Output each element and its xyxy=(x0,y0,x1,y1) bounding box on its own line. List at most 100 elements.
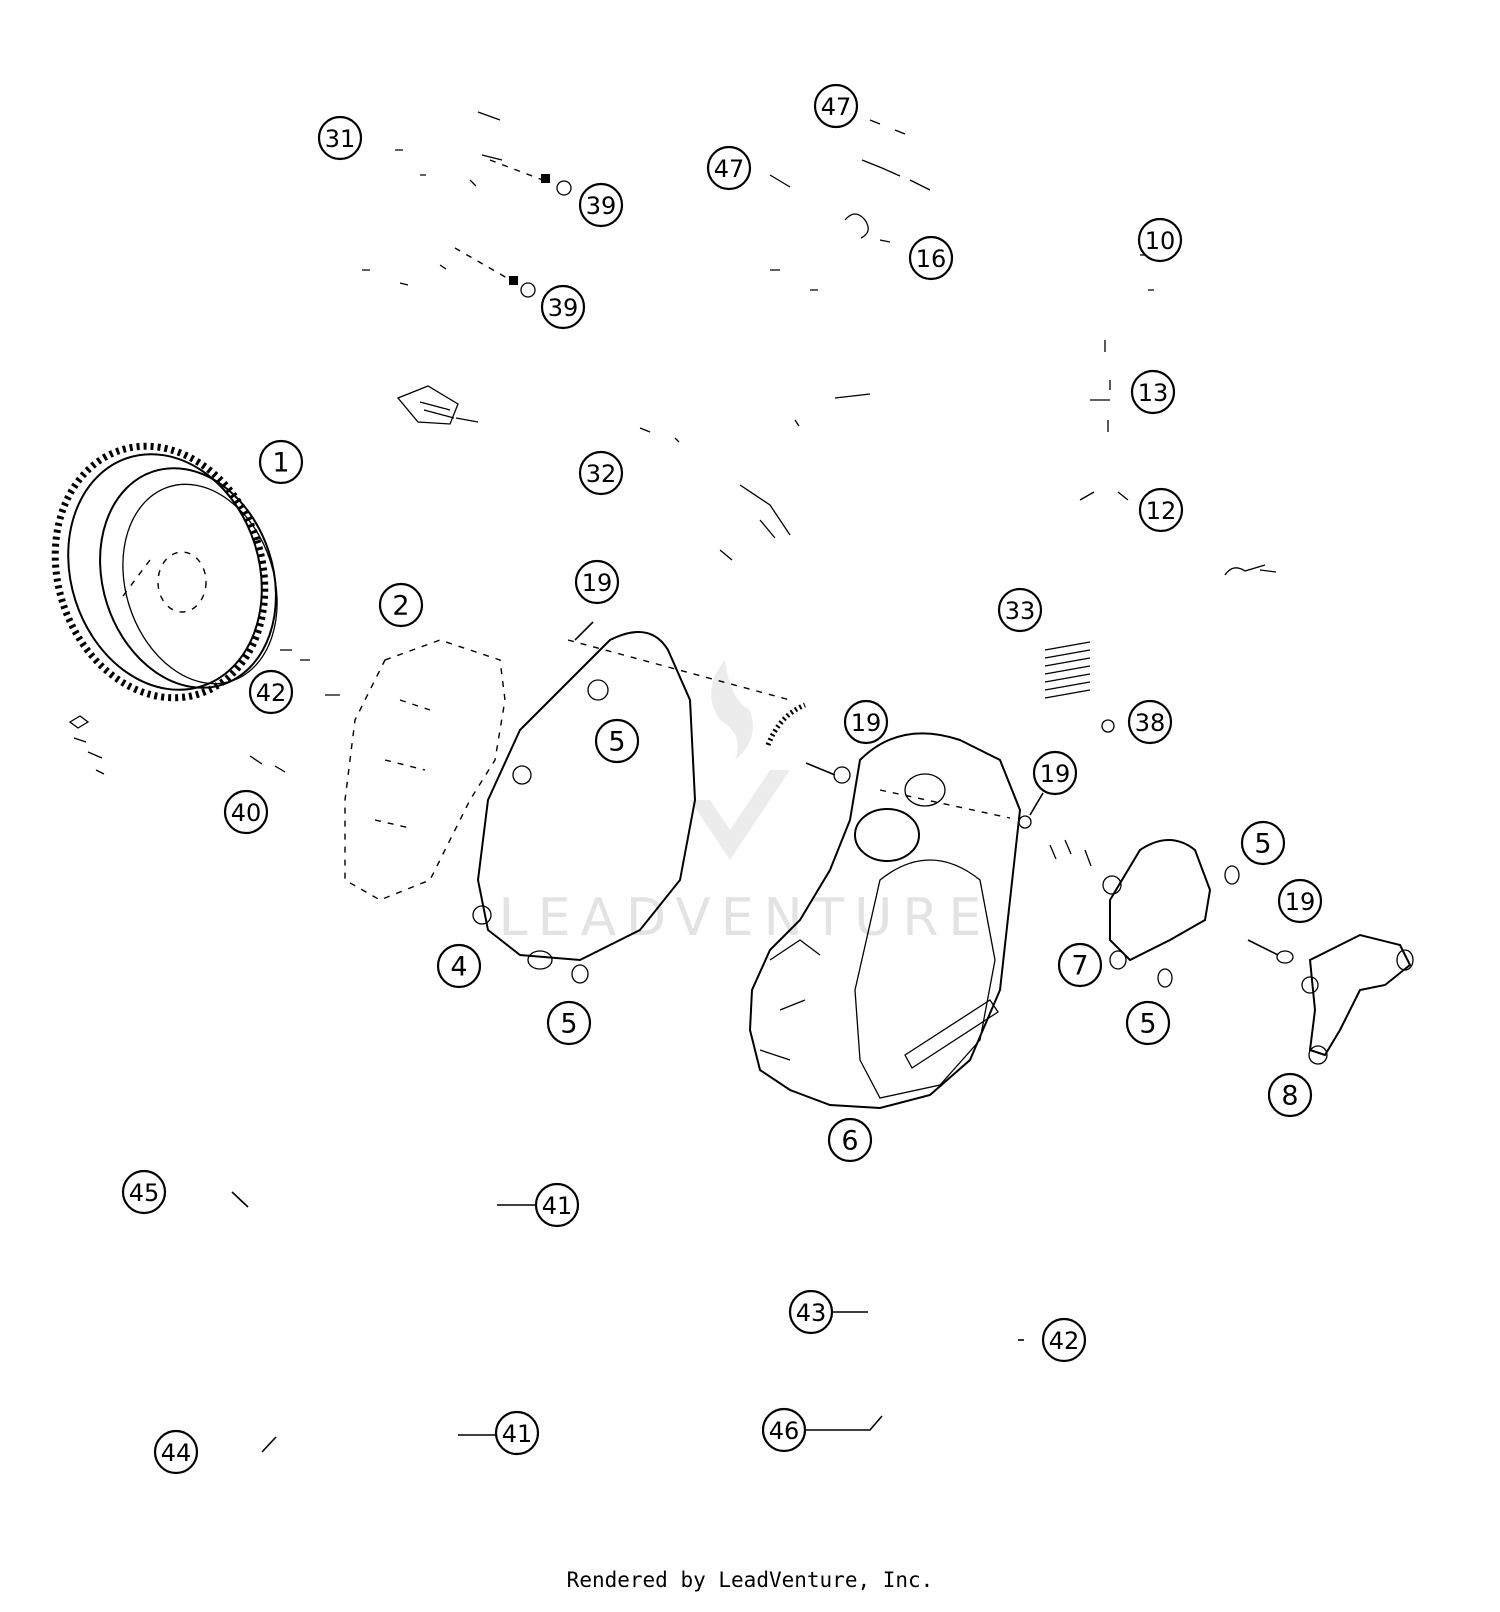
callout-number: 7 xyxy=(1071,951,1088,982)
callout-c31: 31 xyxy=(317,115,363,161)
callout-c8: 8 xyxy=(1267,1072,1313,1118)
callout-c16: 16 xyxy=(908,235,954,281)
leader-45 xyxy=(231,1191,249,1208)
callout-circle xyxy=(843,699,889,745)
callout-c40: 40 xyxy=(223,789,269,835)
callout-circle xyxy=(153,1429,199,1475)
leader-46 xyxy=(806,1415,883,1431)
leader-19b xyxy=(805,762,836,776)
callout-number: 4 xyxy=(450,952,467,983)
callout-circle xyxy=(578,450,624,496)
callout-circle xyxy=(223,789,269,835)
callout-number: 16 xyxy=(916,245,947,273)
callout-circle xyxy=(594,718,640,764)
callout-circle xyxy=(1277,878,1323,924)
connector-part xyxy=(396,385,791,561)
upper-bracket-part xyxy=(362,111,572,298)
callout-c41a: 41 xyxy=(534,1182,580,1228)
callout-number: 39 xyxy=(586,192,617,220)
callout-c7: 7 xyxy=(1057,942,1103,988)
callout-circle xyxy=(540,284,586,330)
callout-number: 19 xyxy=(1040,760,1071,788)
callout-circle xyxy=(578,182,624,228)
callout-c38: 38 xyxy=(1127,699,1173,745)
callout-c42b: 42 xyxy=(1041,1317,1087,1363)
leader-44 xyxy=(261,1436,277,1453)
callout-circle xyxy=(1137,217,1183,263)
housing-plate-part xyxy=(249,639,506,901)
callout-number: 19 xyxy=(582,569,613,597)
callout-circle xyxy=(813,83,859,129)
nut-38 xyxy=(1101,719,1115,733)
callout-c19c: 19 xyxy=(1032,750,1078,796)
callout-c44: 44 xyxy=(153,1429,199,1475)
callout-circle xyxy=(317,115,363,161)
callout-c4: 4 xyxy=(436,943,482,989)
callout-number: 31 xyxy=(325,125,356,153)
callout-circle xyxy=(258,439,304,485)
callout-number: 32 xyxy=(586,460,617,488)
callout-circle xyxy=(436,943,482,989)
callout-number: 5 xyxy=(1254,829,1271,860)
callout-circle xyxy=(574,559,620,605)
callout-c39b: 39 xyxy=(540,284,586,330)
callout-number: 5 xyxy=(560,1009,577,1040)
flywheel-part xyxy=(51,442,278,702)
callout-c46: 46 xyxy=(761,1407,807,1453)
callout-c19a: 19 xyxy=(574,559,620,605)
callout-circle xyxy=(1032,750,1078,796)
callout-number: 5 xyxy=(1139,1009,1156,1040)
washer-19c xyxy=(1018,815,1032,829)
filter-element-part xyxy=(1044,641,1091,699)
callout-c41b: 41 xyxy=(494,1410,540,1456)
callout-c43: 43 xyxy=(788,1289,834,1335)
callout-c19b: 19 xyxy=(843,699,889,745)
callout-number: 43 xyxy=(796,1299,827,1327)
callout-number: 44 xyxy=(161,1439,192,1467)
gasket-left-part xyxy=(472,631,697,984)
callout-c2: 2 xyxy=(378,582,424,628)
callout-number: 8 xyxy=(1281,1081,1298,1112)
callout-c6: 6 xyxy=(827,1117,873,1163)
washer-19b xyxy=(833,766,851,784)
callout-number: 10 xyxy=(1145,227,1176,255)
gear-arc xyxy=(765,702,807,746)
callout-number: 6 xyxy=(841,1126,858,1157)
clutch-housing-part xyxy=(748,732,1022,1110)
callout-circle xyxy=(1138,487,1184,533)
callout-number: 46 xyxy=(769,1417,800,1445)
callout-c1: 1 xyxy=(258,439,304,485)
watermark: LEADVENTURE xyxy=(499,660,992,948)
callout-number: 42 xyxy=(1049,1327,1080,1355)
callout-c5b: 5 xyxy=(1240,820,1286,866)
callout-circle xyxy=(1267,1072,1313,1118)
callout-c33: 33 xyxy=(997,587,1043,633)
callout-number: 41 xyxy=(542,1192,573,1220)
callout-c45: 45 xyxy=(121,1169,167,1215)
callout-circle xyxy=(827,1117,873,1163)
watermark-text: LEADVENTURE xyxy=(499,888,992,948)
callout-number: 5 xyxy=(608,727,625,758)
callout-circle xyxy=(121,1169,167,1215)
callout-c5c: 5 xyxy=(546,1000,592,1046)
callout-c12: 12 xyxy=(1138,487,1184,533)
callout-circle xyxy=(534,1182,580,1228)
callout-c10: 10 xyxy=(1137,217,1183,263)
callout-circle xyxy=(546,1000,592,1046)
callout-number: 13 xyxy=(1138,379,1169,407)
bolt-path-line-2 xyxy=(879,789,1011,819)
callout-number: 47 xyxy=(821,93,852,121)
callout-c47b: 47 xyxy=(706,145,752,191)
callout-circle xyxy=(1041,1317,1087,1363)
callout-number: 41 xyxy=(502,1420,533,1448)
watermark-logo-icon xyxy=(690,660,790,860)
callout-circle xyxy=(1240,820,1286,866)
callout-c5d: 5 xyxy=(1125,1000,1171,1046)
callout-circle xyxy=(1125,1000,1171,1046)
callout-c5a: 5 xyxy=(594,718,640,764)
callout-circle xyxy=(1127,699,1173,745)
callout-number: 19 xyxy=(851,709,882,737)
bracket-arm-part xyxy=(1247,933,1414,1065)
callout-number: 45 xyxy=(129,1179,160,1207)
